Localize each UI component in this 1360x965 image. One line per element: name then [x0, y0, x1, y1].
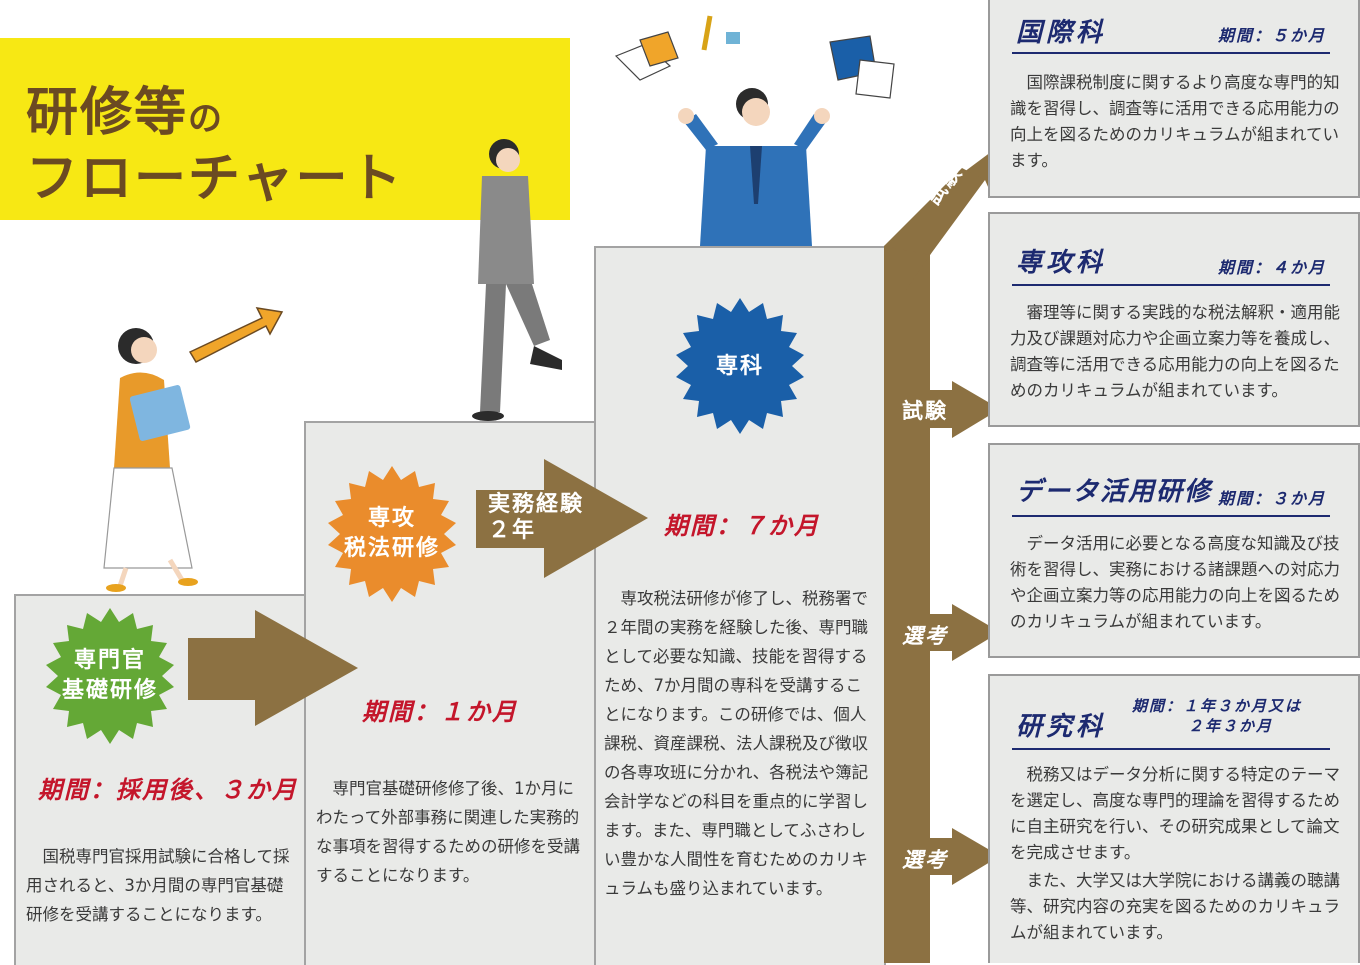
- card-data-period: 期間：３か月: [1218, 489, 1327, 508]
- badge-starburst-green: [46, 608, 174, 744]
- period-basic: 期間：採用後、３か月: [38, 776, 298, 804]
- arrow-basic-to-tax: [188, 610, 358, 726]
- badge-basic-shape: [46, 608, 174, 744]
- card-kenkyu-period-line1: 期間：１年３か月又は: [1132, 697, 1303, 715]
- experience-label: 実務経験 ２年: [488, 492, 584, 544]
- card-data-desc: データ活用に必要となる高度な知識及び技術を習得し、実務における諸課題への対応力や…: [1010, 534, 1340, 631]
- experience-line2: ２年: [488, 518, 537, 543]
- man-cheering-illustration: [678, 88, 830, 246]
- badge-senka: 専科: [715, 354, 764, 379]
- arrow-to-kenkyu: [930, 828, 1000, 885]
- badge-tax-line2: 税法研修: [343, 536, 440, 561]
- decor-arrow: [188, 307, 284, 363]
- label-select-kenkyu: 選考: [902, 848, 948, 872]
- arrow-to-kokusai-shaft: [884, 168, 985, 255]
- card-senko: 専攻科 期間：４か月 審理等に関する実践的な税法解釈・適用能力及び課題対応力や企…: [988, 212, 1360, 427]
- badge-basic: 専門官 基礎研修: [40, 646, 180, 706]
- card-senko-period: 期間：４か月: [1218, 258, 1327, 277]
- label-exam-senko: 試験: [902, 399, 948, 423]
- card-kokusai-rule: [1012, 52, 1330, 54]
- books-illustration: [614, 15, 895, 99]
- period-senka: 期間：７か月: [664, 512, 820, 540]
- card-kenkyu-desc-1: 税務又はデータ分析に関する特定のテーマを選定し、高度な専門的理論を習得するために…: [1010, 765, 1340, 862]
- title-main: 研修等: [26, 83, 189, 143]
- badge-senka-shape: [676, 298, 804, 434]
- card-kenkyu-title: 研究科: [1016, 712, 1107, 742]
- desc-tax: 専門官基礎研修修了後、1か月にわたって外部事務に関連した実務的な事項を習得するた…: [316, 779, 580, 885]
- card-kenkyu-period-line2: ２年３か月: [1188, 717, 1274, 735]
- card-kokusai: 国際科 期間：５か月 国際課税制度に関するより高度な専門的知識を習得し、調査等に…: [988, 0, 1360, 198]
- card-senko-title: 専攻科: [1016, 248, 1107, 278]
- experience-line1: 実務経験: [488, 492, 585, 517]
- arrow-to-data: [930, 604, 1000, 661]
- title-line-2: フローチャート: [26, 149, 404, 209]
- badge-starburst-blue: [676, 298, 804, 434]
- man-climbing-illustration: [472, 139, 562, 421]
- badge-starburst-orange: [328, 466, 456, 602]
- card-data: データ活用研修 期間：３か月 データ活用に必要となる高度な知識及び技術を習得し、…: [988, 443, 1360, 658]
- card-data-rule: [1012, 515, 1330, 517]
- badge-tax-line1: 専攻: [367, 506, 416, 531]
- card-data-title: データ活用研修: [1016, 477, 1213, 507]
- arrow-experience: [476, 459, 648, 578]
- card-kenkyu-rule: [1012, 748, 1330, 750]
- badge-basic-line2: 基礎研修: [61, 678, 158, 703]
- woman-illustration: [103, 328, 198, 592]
- title-line-1: 研修等の: [26, 70, 224, 145]
- desc-senka: 専攻税法研修が修了し、税務署で２年間の実務を経験した後、専門職として必要な知識、…: [604, 589, 869, 898]
- card-senko-desc: 審理等に関する実践的な税法解釈・適用能力及び課題対応力や企画立案力等を養成し、調…: [1010, 303, 1340, 400]
- title-particle: の: [188, 99, 225, 139]
- desc-basic: 国税専門官採用試験に合格して採用されると、3か月間の専門官基礎研修を受講すること…: [26, 847, 290, 924]
- card-kenkyu-desc-2: また、大学又は大学院における講義の聴講等、研究内容の充実を図るためのカリキュラム…: [1010, 871, 1340, 942]
- branch-trunk: [884, 246, 930, 963]
- card-kenkyu: 研究科 期間：１年３か月又は ２年３か月 税務又はデータ分析に関する特定のテーマ…: [988, 674, 1360, 963]
- title-box: 研修等の フローチャート: [0, 38, 570, 220]
- card-kokusai-title: 国際科: [1016, 18, 1107, 48]
- label-select-data: 選考: [902, 624, 948, 648]
- badge-basic-line1: 専門官: [73, 648, 146, 673]
- arrow-to-senko: [930, 381, 1000, 438]
- badge-tax: 専攻 税法研修: [322, 504, 462, 564]
- card-kokusai-period: 期間：５か月: [1218, 26, 1327, 45]
- period-tax: 期間：１か月: [362, 698, 518, 726]
- card-senko-rule: [1012, 284, 1330, 286]
- card-kenkyu-period: 期間：１年３か月又は ２年３か月: [1132, 696, 1302, 736]
- card-kokusai-desc: 国際課税制度に関するより高度な専門的知識を習得し、調査等に活用できる応用能力の向…: [1010, 73, 1340, 170]
- badge-tax-shape: [328, 466, 456, 602]
